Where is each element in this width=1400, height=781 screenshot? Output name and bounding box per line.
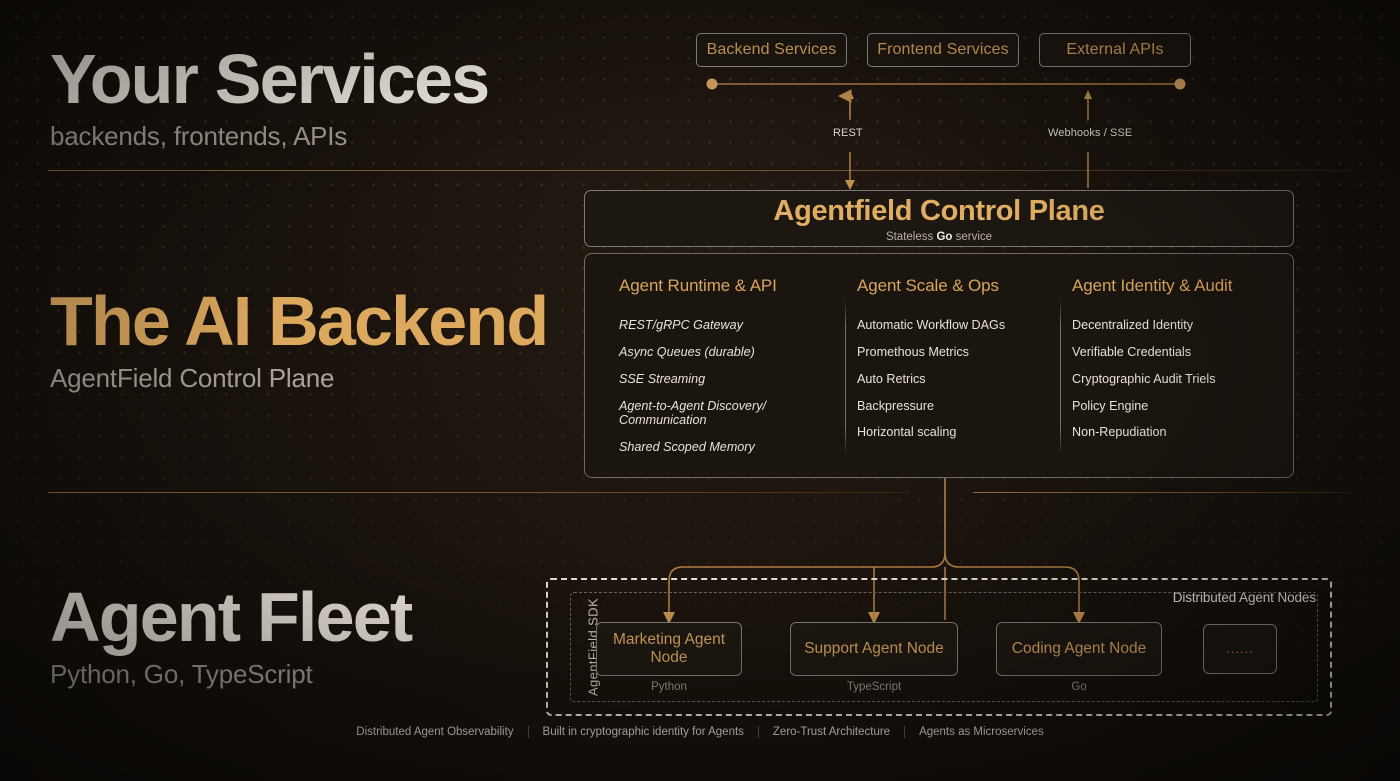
note-strong: Go — [936, 230, 953, 243]
capability-item: Non-Repudiation — [1072, 425, 1167, 440]
capability-item: Horizontal scaling — [857, 425, 957, 440]
note-suffix: service — [952, 230, 993, 243]
footer-item: Agents as Microservices — [919, 726, 1044, 738]
agent-node-marketing[interactable]: Marketing Agent Node — [596, 622, 742, 676]
agent-node-label: ...... — [1226, 641, 1254, 657]
agent-node-language: Go — [1071, 681, 1087, 693]
section-subtitle: AgentField Control Plane — [50, 363, 335, 394]
capability-item: Decentralized Identity — [1072, 318, 1194, 332]
section-divider-top — [48, 170, 1352, 171]
section-title: Your Services — [50, 40, 490, 118]
capability-list: REST/gRPC Gateway Async Queues (durable)… — [619, 318, 833, 455]
agent-node-label: Coding Agent Node — [1011, 639, 1147, 657]
capability-item: SSE Streaming — [619, 371, 706, 386]
capability-column-heading: Agent Identity & Audit — [1072, 276, 1233, 295]
service-chip-external-apis[interactable]: External APIs — [1039, 33, 1191, 67]
section-heading-ai-backend: The AI Backend AgentField Control Plane — [50, 282, 549, 394]
capability-item: Cryptographic Audit Triels — [1072, 371, 1216, 386]
footer-item: Distributed Agent Observability — [342, 726, 529, 738]
service-chip-label: Frontend Services — [877, 41, 1009, 58]
service-chip-label: External APIs — [1066, 41, 1164, 58]
capability-column-heading: Agent Runtime & API — [619, 276, 777, 295]
capability-item: Policy Engine — [1072, 398, 1149, 413]
section-heading-your-services: Your Services backends, frontends, APIs — [50, 40, 490, 152]
capability-column-scale-ops: Agent Scale & Ops Automatic Workflow DAG… — [845, 276, 1060, 463]
service-chip-frontend[interactable]: Frontend Services — [867, 33, 1019, 67]
capability-item: Auto Retrics — [857, 371, 926, 386]
agent-node-more[interactable]: ...... — [1203, 624, 1277, 674]
footer-item: Zero-Trust Architecture — [759, 726, 906, 738]
control-plane-title: Agentfield Control Plane — [773, 194, 1105, 227]
section-title: The AI Backend — [50, 282, 549, 360]
connector-label-rest: REST — [833, 127, 863, 139]
control-plane-note: Stateless Go service — [886, 231, 992, 243]
capability-item: Shared Scoped Memory — [619, 440, 755, 455]
agent-node-language: TypeScript — [846, 681, 902, 693]
agent-node-label: Support Agent Node — [804, 639, 944, 657]
service-chip-label: Backend Services — [706, 41, 837, 58]
capability-item: Verifiable Credentials — [1072, 344, 1192, 359]
footer-item: Built in cryptographic identity for Agen… — [529, 726, 759, 738]
connector-label-webhooks: Webhooks / SSE — [1048, 127, 1133, 139]
capability-item: Backpressure — [857, 398, 934, 413]
agent-node-language: Python — [651, 681, 687, 693]
section-divider-bottom-right — [973, 492, 1352, 493]
capability-item: REST/gRPC Gateway — [619, 318, 743, 332]
agent-node-label: Marketing Agent Node — [612, 630, 725, 666]
footer-feature-list: Distributed Agent Observability Built in… — [0, 726, 1400, 738]
distributed-agent-nodes-label: Distributed Agent Nodes — [1172, 590, 1316, 605]
agent-node-coding[interactable]: Coding Agent Node — [996, 622, 1162, 676]
capability-column-runtime: Agent Runtime & API REST/gRPC Gateway As… — [607, 276, 845, 463]
capability-item: Promethous Metrics — [857, 344, 969, 359]
capability-item: Agent-to-Agent Discovery/ Communication — [619, 398, 766, 428]
section-heading-agent-fleet: Agent Fleet Python, Go, TypeScript — [50, 578, 413, 690]
section-subtitle: backends, frontends, APIs — [50, 121, 348, 152]
control-plane-capability-panel: Agent Runtime & API REST/gRPC Gateway As… — [584, 253, 1294, 478]
section-divider-bottom-left — [48, 492, 910, 493]
capability-item: Async Queues (durable) — [619, 344, 755, 359]
agent-node-support[interactable]: Support Agent Node — [790, 622, 958, 676]
capability-item: Automatic Workflow DAGs — [857, 318, 1006, 332]
capability-column-identity-audit: Agent Identity & Audit Decentralized Ide… — [1060, 276, 1271, 463]
service-chip-backend[interactable]: Backend Services — [696, 33, 847, 67]
note-prefix: Stateless — [885, 230, 937, 243]
capability-list: Automatic Workflow DAGs Promethous Metri… — [857, 318, 1048, 440]
capability-list: Decentralized Identity Verifiable Creden… — [1072, 318, 1259, 440]
section-title: Agent Fleet — [50, 578, 413, 656]
capability-column-heading: Agent Scale & Ops — [857, 276, 999, 295]
section-subtitle: Python, Go, TypeScript — [50, 659, 313, 690]
control-plane-header-panel: Agentfield Control Plane Stateless Go se… — [584, 190, 1294, 247]
